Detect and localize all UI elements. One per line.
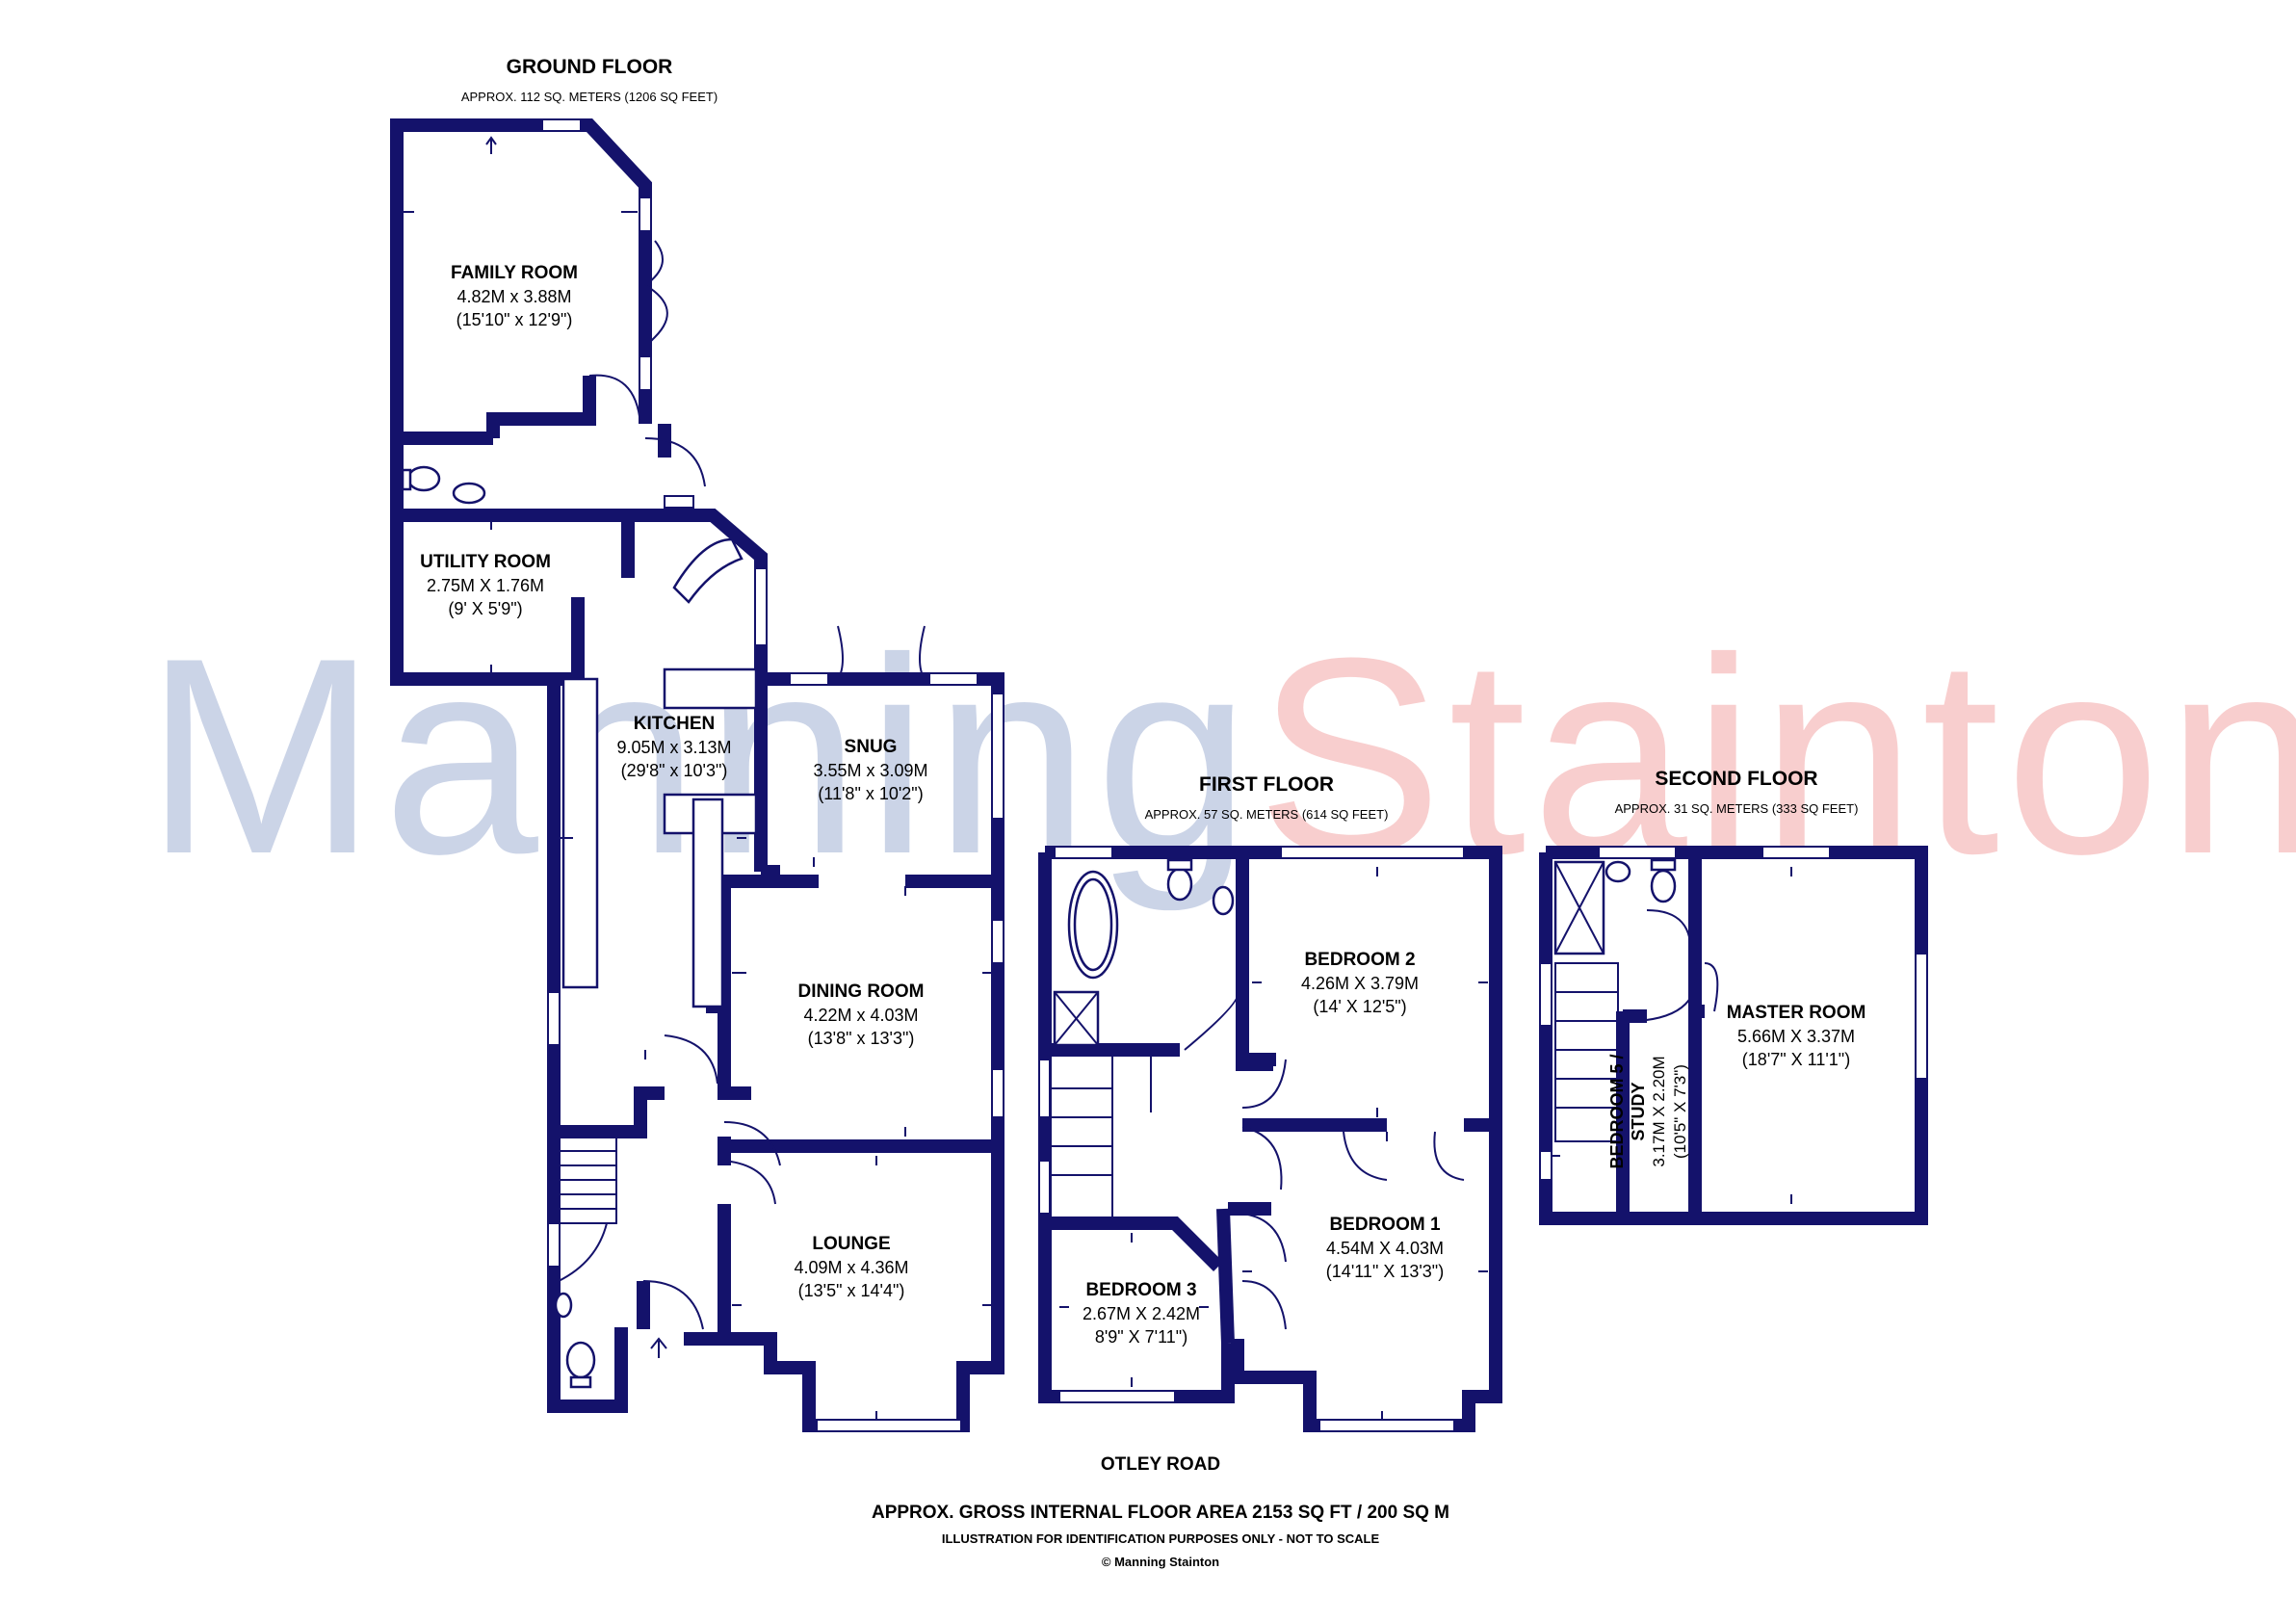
room-name: DINING ROOM bbox=[797, 981, 925, 1002]
copyright: © Manning Stainton bbox=[1101, 1555, 1220, 1569]
room-imperial: (10'5" X 7'3") bbox=[1671, 1064, 1689, 1159]
room-metric: 3.17M X 2.20M bbox=[1650, 1056, 1668, 1167]
room-metric: 4.26M X 3.79M bbox=[1300, 974, 1420, 993]
second-floor-area: APPROX. 31 SQ. METERS (333 SQ FEET) bbox=[1614, 801, 1859, 816]
room-name: SNUG bbox=[844, 737, 898, 757]
room-imperial: (29'8" x 10'3") bbox=[620, 761, 728, 780]
room-name: UTILITY ROOM bbox=[420, 552, 551, 572]
room-metric: 5.66M X 3.37M bbox=[1736, 1027, 1856, 1046]
room-imperial: (18'7" X 11'1") bbox=[1741, 1050, 1851, 1069]
room-metric: 4.22M x 4.03M bbox=[803, 1006, 919, 1025]
ground-floor-walls bbox=[390, 118, 1004, 1432]
room-metric: 4.54M X 4.03M bbox=[1325, 1239, 1445, 1258]
room-imperial: (13'8" x 13'3") bbox=[807, 1029, 915, 1048]
watermark: ManningStainton bbox=[144, 616, 2296, 896]
room-metric: 2.75M X 1.76M bbox=[426, 576, 545, 595]
ground-floor-windows bbox=[541, 118, 1004, 1432]
first-floor-windows bbox=[1038, 846, 1465, 1432]
room-name: BEDROOM 1 bbox=[1329, 1215, 1441, 1235]
ground-floor-dimension-arrows bbox=[403, 136, 992, 1421]
room-metric: 4.09M x 4.36M bbox=[794, 1258, 909, 1277]
room-name: KITCHEN bbox=[633, 714, 716, 734]
ground-floor-doors bbox=[401, 240, 926, 1389]
room-imperial: (9' X 5'9") bbox=[448, 599, 523, 618]
room-imperial: (13'5" x 14'4") bbox=[797, 1281, 905, 1300]
room-name: LOUNGE bbox=[812, 1234, 891, 1254]
room-imperial: (11'8" x 10'2") bbox=[818, 784, 924, 803]
room-snug: SNUG 3.55M x 3.09M (11'8" x 10'2") bbox=[813, 736, 927, 805]
room-imperial: (14' X 12'5") bbox=[1313, 997, 1407, 1016]
room-metric: 3.55M x 3.09M bbox=[813, 761, 928, 780]
ground-floor-area: APPROX. 112 SQ. METERS (1206 SQ FEET) bbox=[460, 90, 718, 104]
room-metric: 4.82M x 3.88M bbox=[457, 287, 572, 306]
street-name: OTLEY ROAD bbox=[1100, 1454, 1221, 1475]
first-floor-title: FIRST FLOOR bbox=[1199, 773, 1334, 796]
room-name: BEDROOM 3 bbox=[1085, 1280, 1197, 1300]
room-dining: DINING ROOM 4.22M x 4.03M (13'8" x 13'3"… bbox=[798, 981, 925, 1050]
room-metric: 2.67M X 2.42M bbox=[1082, 1304, 1201, 1323]
second-floor-title: SECOND FLOOR bbox=[1655, 768, 1818, 790]
room-name-line2: STUDY bbox=[1629, 1082, 1648, 1141]
room-name: BEDROOM 2 bbox=[1304, 950, 1416, 970]
gross-area: APPROX. GROSS INTERNAL FLOOR AREA 2153 S… bbox=[871, 1503, 1450, 1523]
room-imperial: 8'9" X 7'11") bbox=[1094, 1327, 1188, 1347]
room-name: FAMILY ROOM bbox=[451, 263, 578, 283]
room-imperial: (15'10" x 12'9") bbox=[456, 310, 573, 329]
room-metric: 9.05M x 3.13M bbox=[616, 738, 732, 757]
room-imperial: (14'11" X 13'3") bbox=[1325, 1262, 1445, 1281]
room-family: FAMILY ROOM 4.82M x 3.88M (15'10" x 12'9… bbox=[451, 262, 578, 331]
first-floor-area: APPROX. 57 SQ. METERS (614 SQ FEET) bbox=[1144, 807, 1389, 822]
first-floor-fittings bbox=[1049, 858, 1488, 1421]
ground-floor-title: GROUND FLOOR bbox=[506, 56, 673, 78]
room-bedroom-3: BEDROOM 3 2.67M X 2.42M 8'9" X 7'11") bbox=[1083, 1279, 1200, 1348]
room-bedroom-2: BEDROOM 2 4.26M X 3.79M (14' X 12'5") bbox=[1301, 949, 1419, 1018]
room-name: MASTER ROOM bbox=[1726, 1003, 1866, 1023]
second-floor-windows bbox=[1539, 846, 1928, 1181]
room-name-line1: BEDROOM 5 / bbox=[1607, 1054, 1627, 1169]
room-bedroom-5-study: BEDROOM 5 / STUDY 3.17M X 2.20M (10'5" X… bbox=[1606, 1015, 1691, 1208]
disclaimer: ILLUSTRATION FOR IDENTIFICATION PURPOSES… bbox=[941, 1531, 1380, 1546]
room-bedroom-1: BEDROOM 1 4.54M X 4.03M (14'11" X 13'3") bbox=[1326, 1214, 1444, 1283]
room-lounge: LOUNGE 4.09M x 4.36M (13'5" x 14'4") bbox=[794, 1233, 908, 1302]
room-utility: UTILITY ROOM 2.75M X 1.76M (9' X 5'9") bbox=[420, 551, 551, 620]
second-floor-fittings bbox=[1551, 858, 1792, 1204]
room-master: MASTER ROOM 5.66M X 3.37M (18'7" X 11'1"… bbox=[1727, 1002, 1866, 1071]
room-kitchen: KITCHEN 9.05M x 3.13M (29'8" x 10'3") bbox=[616, 713, 731, 782]
